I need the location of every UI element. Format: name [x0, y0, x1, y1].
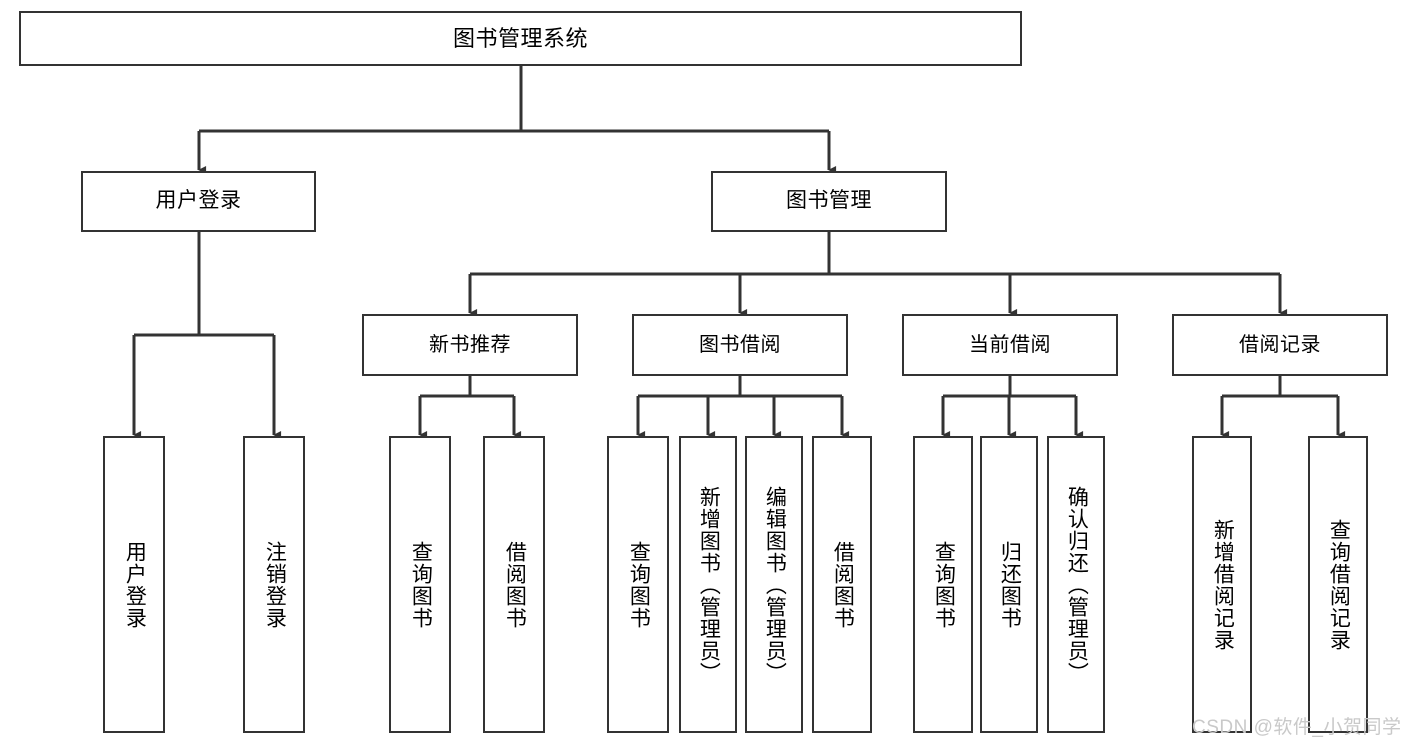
node-user-login[interactable]: 用户登录 — [81, 171, 316, 232]
node-label: 图书管理 — [786, 189, 872, 213]
node-leaf-add-book[interactable]: 新增图书（管理员） — [679, 436, 737, 733]
node-label: 新增图书（管理员） — [697, 485, 721, 684]
node-leaf-query-book-3[interactable]: 查询图书 — [913, 436, 973, 733]
node-label: 查询借阅记录 — [1327, 518, 1351, 651]
node-leaf-add-record[interactable]: 新增借阅记录 — [1192, 436, 1252, 733]
node-label: 查询图书 — [932, 540, 956, 629]
node-root[interactable]: 图书管理系统 — [19, 11, 1022, 66]
node-label: 确认归还（管理员） — [1065, 485, 1089, 684]
node-label: 新增借阅记录 — [1211, 518, 1235, 651]
node-new-book-rec[interactable]: 新书推荐 — [362, 314, 578, 376]
node-leaf-user-login[interactable]: 用户登录 — [103, 436, 165, 733]
node-leaf-confirm-return[interactable]: 确认归还（管理员） — [1047, 436, 1105, 733]
node-leaf-return-book[interactable]: 归还图书 — [980, 436, 1038, 733]
node-label: 借阅记录 — [1239, 333, 1321, 356]
node-label: 新书推荐 — [429, 333, 511, 356]
node-leaf-edit-book[interactable]: 编辑图书（管理员） — [745, 436, 803, 733]
node-leaf-query-record[interactable]: 查询借阅记录 — [1308, 436, 1368, 733]
node-leaf-query-book-1[interactable]: 查询图书 — [389, 436, 451, 733]
csdn-watermark: CSDN @软件_小贺同学 — [1192, 717, 1402, 738]
node-label: 图书借阅 — [699, 333, 781, 356]
node-label: 当前借阅 — [969, 333, 1051, 356]
node-leaf-borrow-book-1[interactable]: 借阅图书 — [483, 436, 545, 733]
node-leaf-borrow-book-2[interactable]: 借阅图书 — [812, 436, 872, 733]
node-label: 查询图书 — [627, 540, 651, 629]
node-borrow-record[interactable]: 借阅记录 — [1172, 314, 1388, 376]
node-label: 查询图书 — [409, 540, 433, 629]
node-leaf-user-logout[interactable]: 注销登录 — [243, 436, 305, 733]
node-label: 编辑图书（管理员） — [763, 485, 787, 684]
node-book-manage[interactable]: 图书管理 — [711, 171, 947, 232]
node-leaf-query-book-2[interactable]: 查询图书 — [607, 436, 669, 733]
node-label: 注销登录 — [263, 540, 287, 629]
node-book-borrow[interactable]: 图书借阅 — [632, 314, 848, 376]
node-label: 用户登录 — [155, 189, 242, 213]
node-current-borrow[interactable]: 当前借阅 — [902, 314, 1118, 376]
node-label: 归还图书 — [998, 540, 1022, 629]
node-label: 用户登录 — [123, 540, 147, 629]
node-label: 图书管理系统 — [452, 25, 588, 51]
node-label: 借阅图书 — [831, 540, 855, 629]
node-label: 借阅图书 — [503, 540, 527, 629]
